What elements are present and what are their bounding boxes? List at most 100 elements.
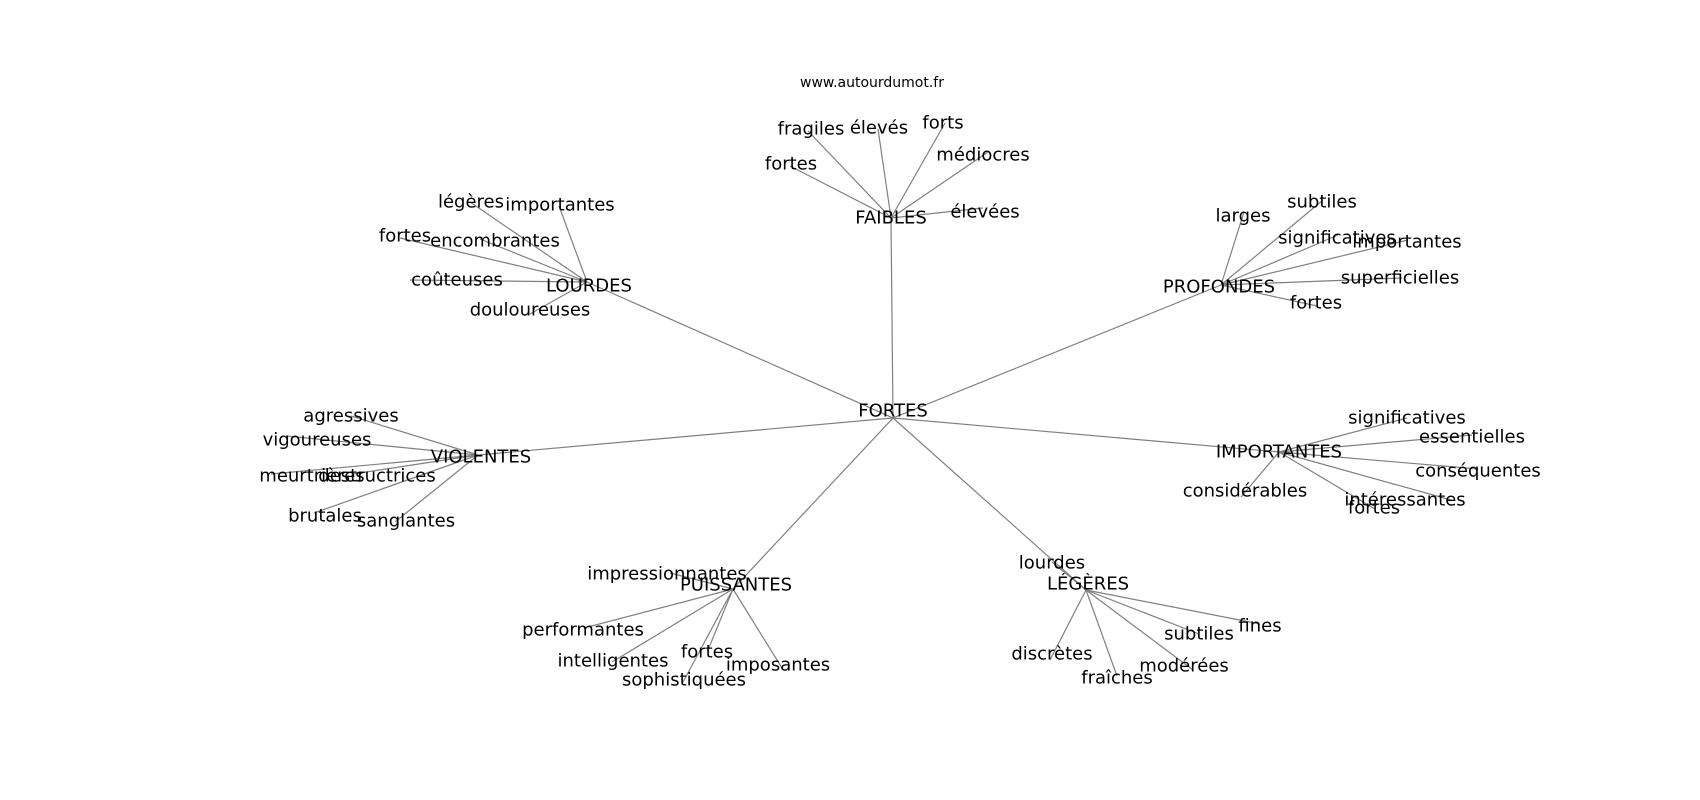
node-leaf-legeres-fines[interactable]: fines	[1238, 616, 1281, 637]
edge-lourdes-fortes	[399, 237, 588, 283]
node-leaf-lourdes-legeres[interactable]: légères	[438, 192, 504, 213]
node-leaf-faibles-fragiles[interactable]: fragiles	[778, 119, 845, 140]
edge-importantes-considerables	[1240, 451, 1280, 498]
node-leaf-importantes-essentielles[interactable]: essentielles	[1419, 427, 1525, 448]
edge-violentes-brutales	[313, 454, 479, 514]
node-hub-legeres[interactable]: LÉGÈRES	[1047, 573, 1129, 595]
edge-lourdes-couteuses	[409, 279, 588, 283]
node-leaf-puissantes-imposantes[interactable]: imposantes	[726, 655, 830, 676]
node-hub-violentes[interactable]: VIOLENTES	[431, 447, 531, 468]
edge-violentes-meurtrieres	[270, 454, 479, 475]
node-leaf-lourdes-encombrantes[interactable]: encombrantes	[430, 231, 560, 252]
node-leaf-puissantes-sophistiquees[interactable]: sophistiquées	[622, 670, 746, 691]
edge-importantes-essentielles	[1278, 434, 1473, 453]
edge-legeres-lourdes	[1051, 561, 1087, 591]
node-leaf-puissantes-intelligentes[interactable]: intelligentes	[558, 651, 669, 672]
node-leaf-violentes-agressives[interactable]: agressives	[303, 406, 398, 427]
edge-puissantes-performantes	[583, 588, 734, 629]
node-hub-importantes[interactable]: IMPORTANTES	[1216, 442, 1342, 463]
node-leaf-puissantes-fortes[interactable]: fortes	[681, 642, 733, 663]
node-leaf-legeres-lourdes[interactable]: lourdes	[1019, 553, 1085, 574]
node-leaf-importantes-significatives[interactable]: significatives	[1348, 408, 1466, 429]
node-leaf-lourdes-douloureuses[interactable]: douloureuses	[470, 300, 591, 321]
edge-faibles-eleves	[877, 128, 892, 219]
node-leaf-profondes-fortes[interactable]: fortes	[1290, 293, 1342, 314]
edge-profondes-significatives	[1220, 234, 1339, 286]
node-center-fortes[interactable]: FORTES	[858, 401, 928, 422]
node-hub-profondes[interactable]: PROFONDES	[1163, 277, 1275, 298]
edge-profondes-superficielles	[1220, 277, 1403, 286]
node-leaf-faibles-fortes[interactable]: fortes	[765, 154, 817, 175]
edge-puissantes-intelligentes	[611, 588, 734, 663]
edge-center-legeres	[892, 417, 1087, 591]
edge-lourdes-legeres	[469, 201, 588, 283]
node-leaf-profondes-superficielles[interactable]: superficielles	[1341, 268, 1459, 289]
edge-center-faibles	[890, 217, 894, 419]
node-leaf-violentes-meurtrieres[interactable]: meurtrières	[259, 466, 364, 487]
source-label: www.autourdumot.fr	[800, 75, 944, 91]
edge-faibles-mediocres	[890, 151, 989, 219]
node-leaf-legeres-fraiches[interactable]: fraîches	[1081, 668, 1153, 689]
edge-profondes-subtiles	[1220, 199, 1324, 286]
node-leaf-lourdes-importantes[interactable]: importantes	[505, 195, 614, 216]
node-leaf-faibles-forts[interactable]: forts	[922, 113, 963, 134]
edge-center-puissantes	[732, 417, 894, 590]
edge-center-profondes	[892, 284, 1222, 419]
edge-puissantes-fortes	[707, 588, 734, 651]
edge-violentes-sanglantes	[394, 454, 479, 523]
edge-puissantes-impressionnantes	[669, 572, 734, 590]
node-leaf-importantes-considerables[interactable]: considérables	[1183, 481, 1308, 502]
edge-profondes-fortes	[1220, 284, 1318, 307]
edge-layer	[270, 122, 1479, 685]
node-leaf-faibles-eleves[interactable]: élevés	[850, 118, 908, 139]
edge-puissantes-sophistiquees	[681, 588, 734, 685]
node-leaf-violentes-destructrices[interactable]: destructrices	[318, 466, 435, 487]
node-hub-puissantes[interactable]: PUISSANTES	[680, 575, 792, 596]
node-leaf-legeres-subtiles[interactable]: subtiles	[1164, 624, 1234, 645]
node-leaf-puissantes-performantes[interactable]: performantes	[522, 620, 644, 641]
node-leaf-legeres-moderees[interactable]: modérées	[1139, 656, 1229, 677]
edge-lourdes-douloureuses	[529, 281, 588, 315]
node-leaf-faibles-mediocres[interactable]: médiocres	[936, 145, 1029, 166]
edge-legeres-subtiles	[1085, 589, 1200, 635]
node-hub-faibles[interactable]: FAIBLES	[855, 208, 927, 229]
edge-importantes-interessantes	[1278, 451, 1452, 501]
node-leaf-lourdes-couteuses[interactable]: coûteuses	[411, 270, 503, 291]
node-leaf-faibles-elevees[interactable]: élevées	[950, 202, 1019, 223]
node-leaf-profondes-subtiles[interactable]: subtiles	[1287, 192, 1357, 213]
node-leaf-importantes-interessantes[interactable]: intéressantes	[1344, 490, 1465, 511]
edge-faibles-fragiles	[807, 130, 892, 219]
edge-profondes-importantes	[1220, 239, 1409, 286]
node-leaf-profondes-significatives[interactable]: significatives	[1278, 228, 1396, 249]
edge-profondes-larges	[1220, 211, 1245, 286]
node-leaf-legeres-discretes[interactable]: discrètes	[1011, 644, 1092, 665]
edge-legeres-fines	[1085, 589, 1261, 625]
edge-faibles-forts	[890, 122, 946, 219]
edge-violentes-destructrices	[352, 454, 479, 475]
edge-legeres-moderees	[1085, 589, 1194, 671]
edge-lourdes-importantes	[558, 205, 588, 283]
node-leaf-violentes-sanglantes[interactable]: sanglantes	[357, 511, 455, 532]
edge-importantes-significatives	[1278, 417, 1408, 453]
edge-legeres-fraiches	[1085, 589, 1118, 677]
node-leaf-importantes-fortes[interactable]: fortes	[1348, 498, 1400, 519]
node-leaf-profondes-larges[interactable]: larges	[1216, 206, 1271, 227]
edge-center-importantes	[892, 417, 1280, 453]
edge-violentes-agressives	[350, 415, 479, 456]
edge-importantes-consequentes	[1278, 451, 1479, 470]
edge-center-lourdes	[586, 281, 894, 419]
node-hub-lourdes[interactable]: LOURDES	[546, 276, 632, 297]
edge-importantes-fortes	[1278, 451, 1376, 510]
node-leaf-violentes-vigoureuses[interactable]: vigoureuses	[263, 430, 372, 451]
edge-lourdes-encombrantes	[479, 238, 588, 283]
edge-center-violentes	[477, 417, 894, 456]
edge-faibles-elevees	[890, 207, 984, 219]
edge-violentes-vigoureuses	[285, 435, 479, 456]
node-leaf-importantes-consequentes[interactable]: conséquentes	[1415, 461, 1541, 482]
node-leaf-profondes-importantes[interactable]: importantes	[1352, 232, 1461, 253]
node-leaf-puissantes-impressionnantes[interactable]: impressionnantes	[587, 564, 747, 585]
node-leaf-lourdes-fortes[interactable]: fortes	[379, 226, 431, 247]
node-leaf-violentes-brutales[interactable]: brutales	[288, 506, 362, 527]
